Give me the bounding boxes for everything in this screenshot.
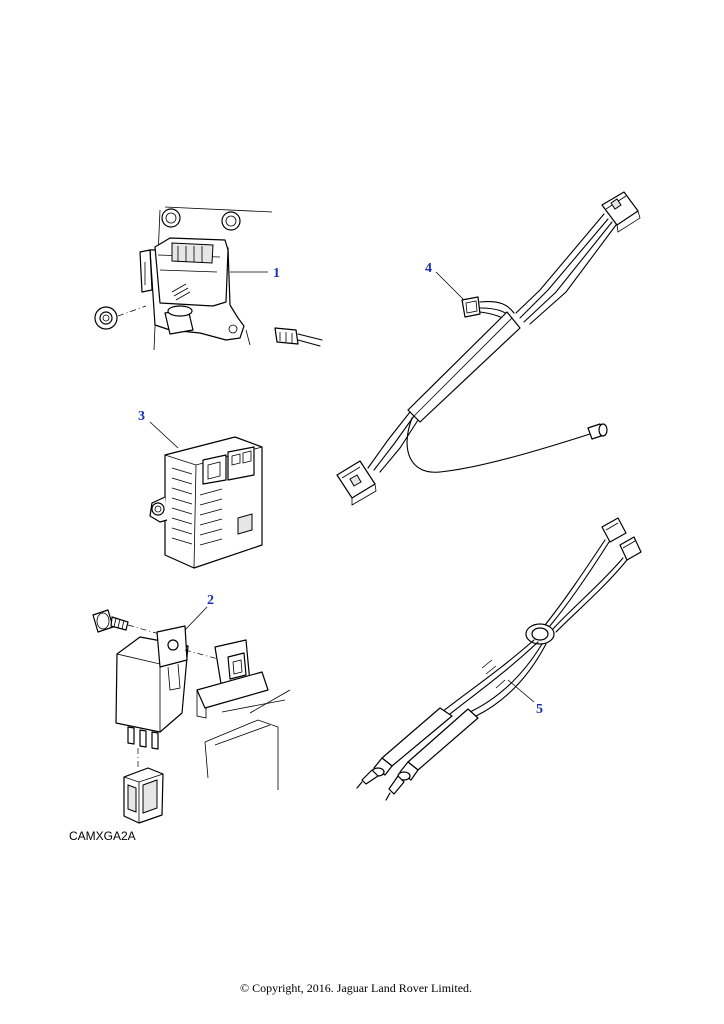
illustration-reference-code: CAMXGA2A xyxy=(69,829,136,843)
copyright-notice: © Copyright, 2016. Jaguar Land Rover Lim… xyxy=(239,981,473,995)
callout-5: 5 xyxy=(536,702,543,717)
part-5-sensor-harness xyxy=(356,517,642,801)
callout-2: 2 xyxy=(207,593,214,608)
part-2-relay-assembly xyxy=(92,606,291,824)
part-1-bracket-assembly xyxy=(94,206,323,351)
callout-4: 4 xyxy=(425,261,432,276)
callout-3: 3 xyxy=(138,409,145,424)
callout-1: 1 xyxy=(273,266,280,281)
part-4-wiring-harness xyxy=(336,191,641,506)
part-3-control-module xyxy=(149,421,263,569)
